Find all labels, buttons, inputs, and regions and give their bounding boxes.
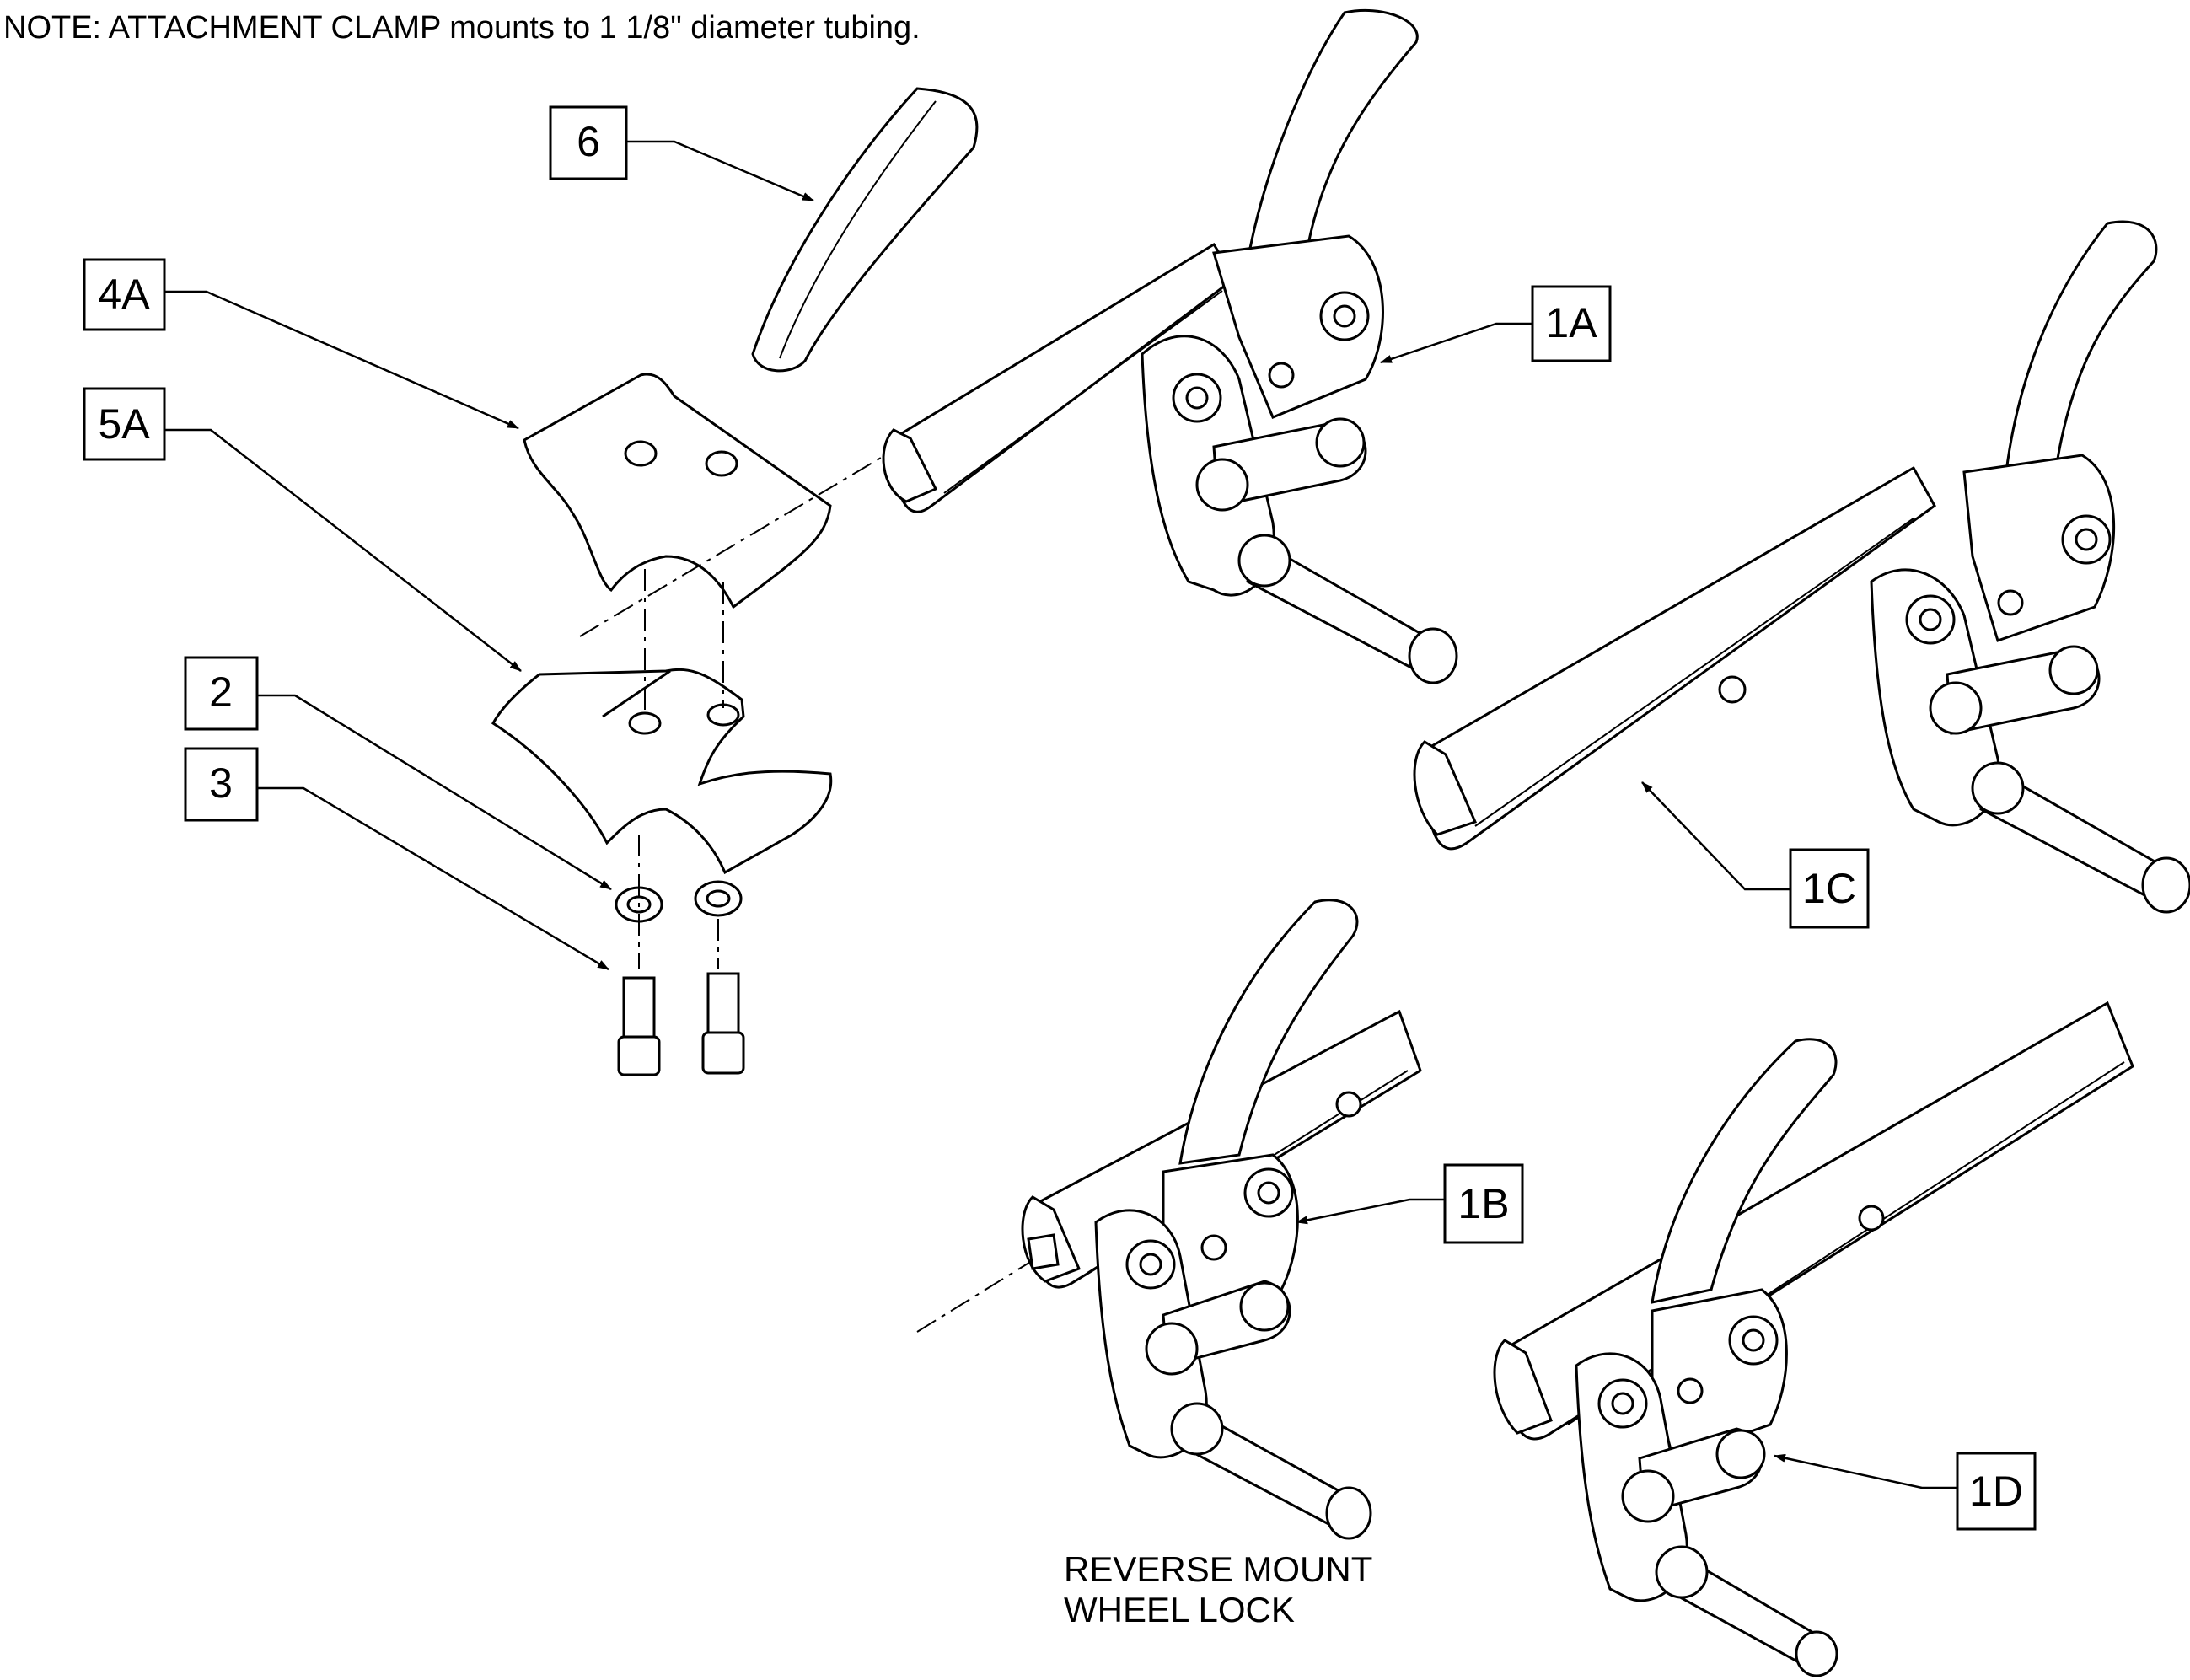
svg-text:1A: 1A: [1545, 299, 1597, 346]
callout-1c: 1C: [1789, 848, 1870, 929]
wheel-lock-1d: [1493, 1001, 2134, 1677]
callout-2: 2: [184, 656, 259, 731]
callout-1a: 1A: [1531, 285, 1612, 362]
svg-text:1B: 1B: [1457, 1180, 1509, 1227]
leader-lines: [164, 140, 1957, 1489]
svg-text:5A: 5A: [98, 400, 150, 448]
wheel-lock-1a: [882, 8, 1458, 684]
callout-1d: 1D: [1956, 1452, 2037, 1531]
wheel-lock-1c: [1413, 220, 2190, 914]
svg-text:2: 2: [209, 668, 233, 716]
svg-text:6: 6: [577, 118, 600, 165]
reverse-mount-caption: REVERSE MOUNT WHEEL LOCK: [1064, 1549, 1372, 1630]
screws: [617, 972, 745, 1076]
caption-line-1: REVERSE MOUNT: [1064, 1549, 1373, 1589]
upper-clamp: [523, 373, 832, 609]
callout-6: 6: [549, 105, 628, 180]
grip-pad: [751, 87, 979, 373]
caption-line-2: WHEEL LOCK: [1064, 1590, 1295, 1629]
callout-5a: 5A: [83, 387, 166, 461]
callout-3: 3: [184, 747, 259, 822]
note-text: NOTE: ATTACHMENT CLAMP mounts to 1 1/8" …: [3, 10, 921, 46]
assembly-lines: [579, 454, 1050, 1333]
svg-text:1D: 1D: [1969, 1468, 2023, 1515]
svg-text:3: 3: [209, 759, 233, 807]
washers: [615, 880, 743, 923]
wheel-lock-1b: [1021, 899, 1422, 1540]
lower-clamp: [491, 668, 833, 875]
callout-1b: 1B: [1443, 1163, 1524, 1244]
svg-text:4A: 4A: [98, 271, 150, 318]
svg-text:1C: 1C: [1802, 865, 1856, 912]
callout-4a: 4A: [83, 258, 166, 331]
